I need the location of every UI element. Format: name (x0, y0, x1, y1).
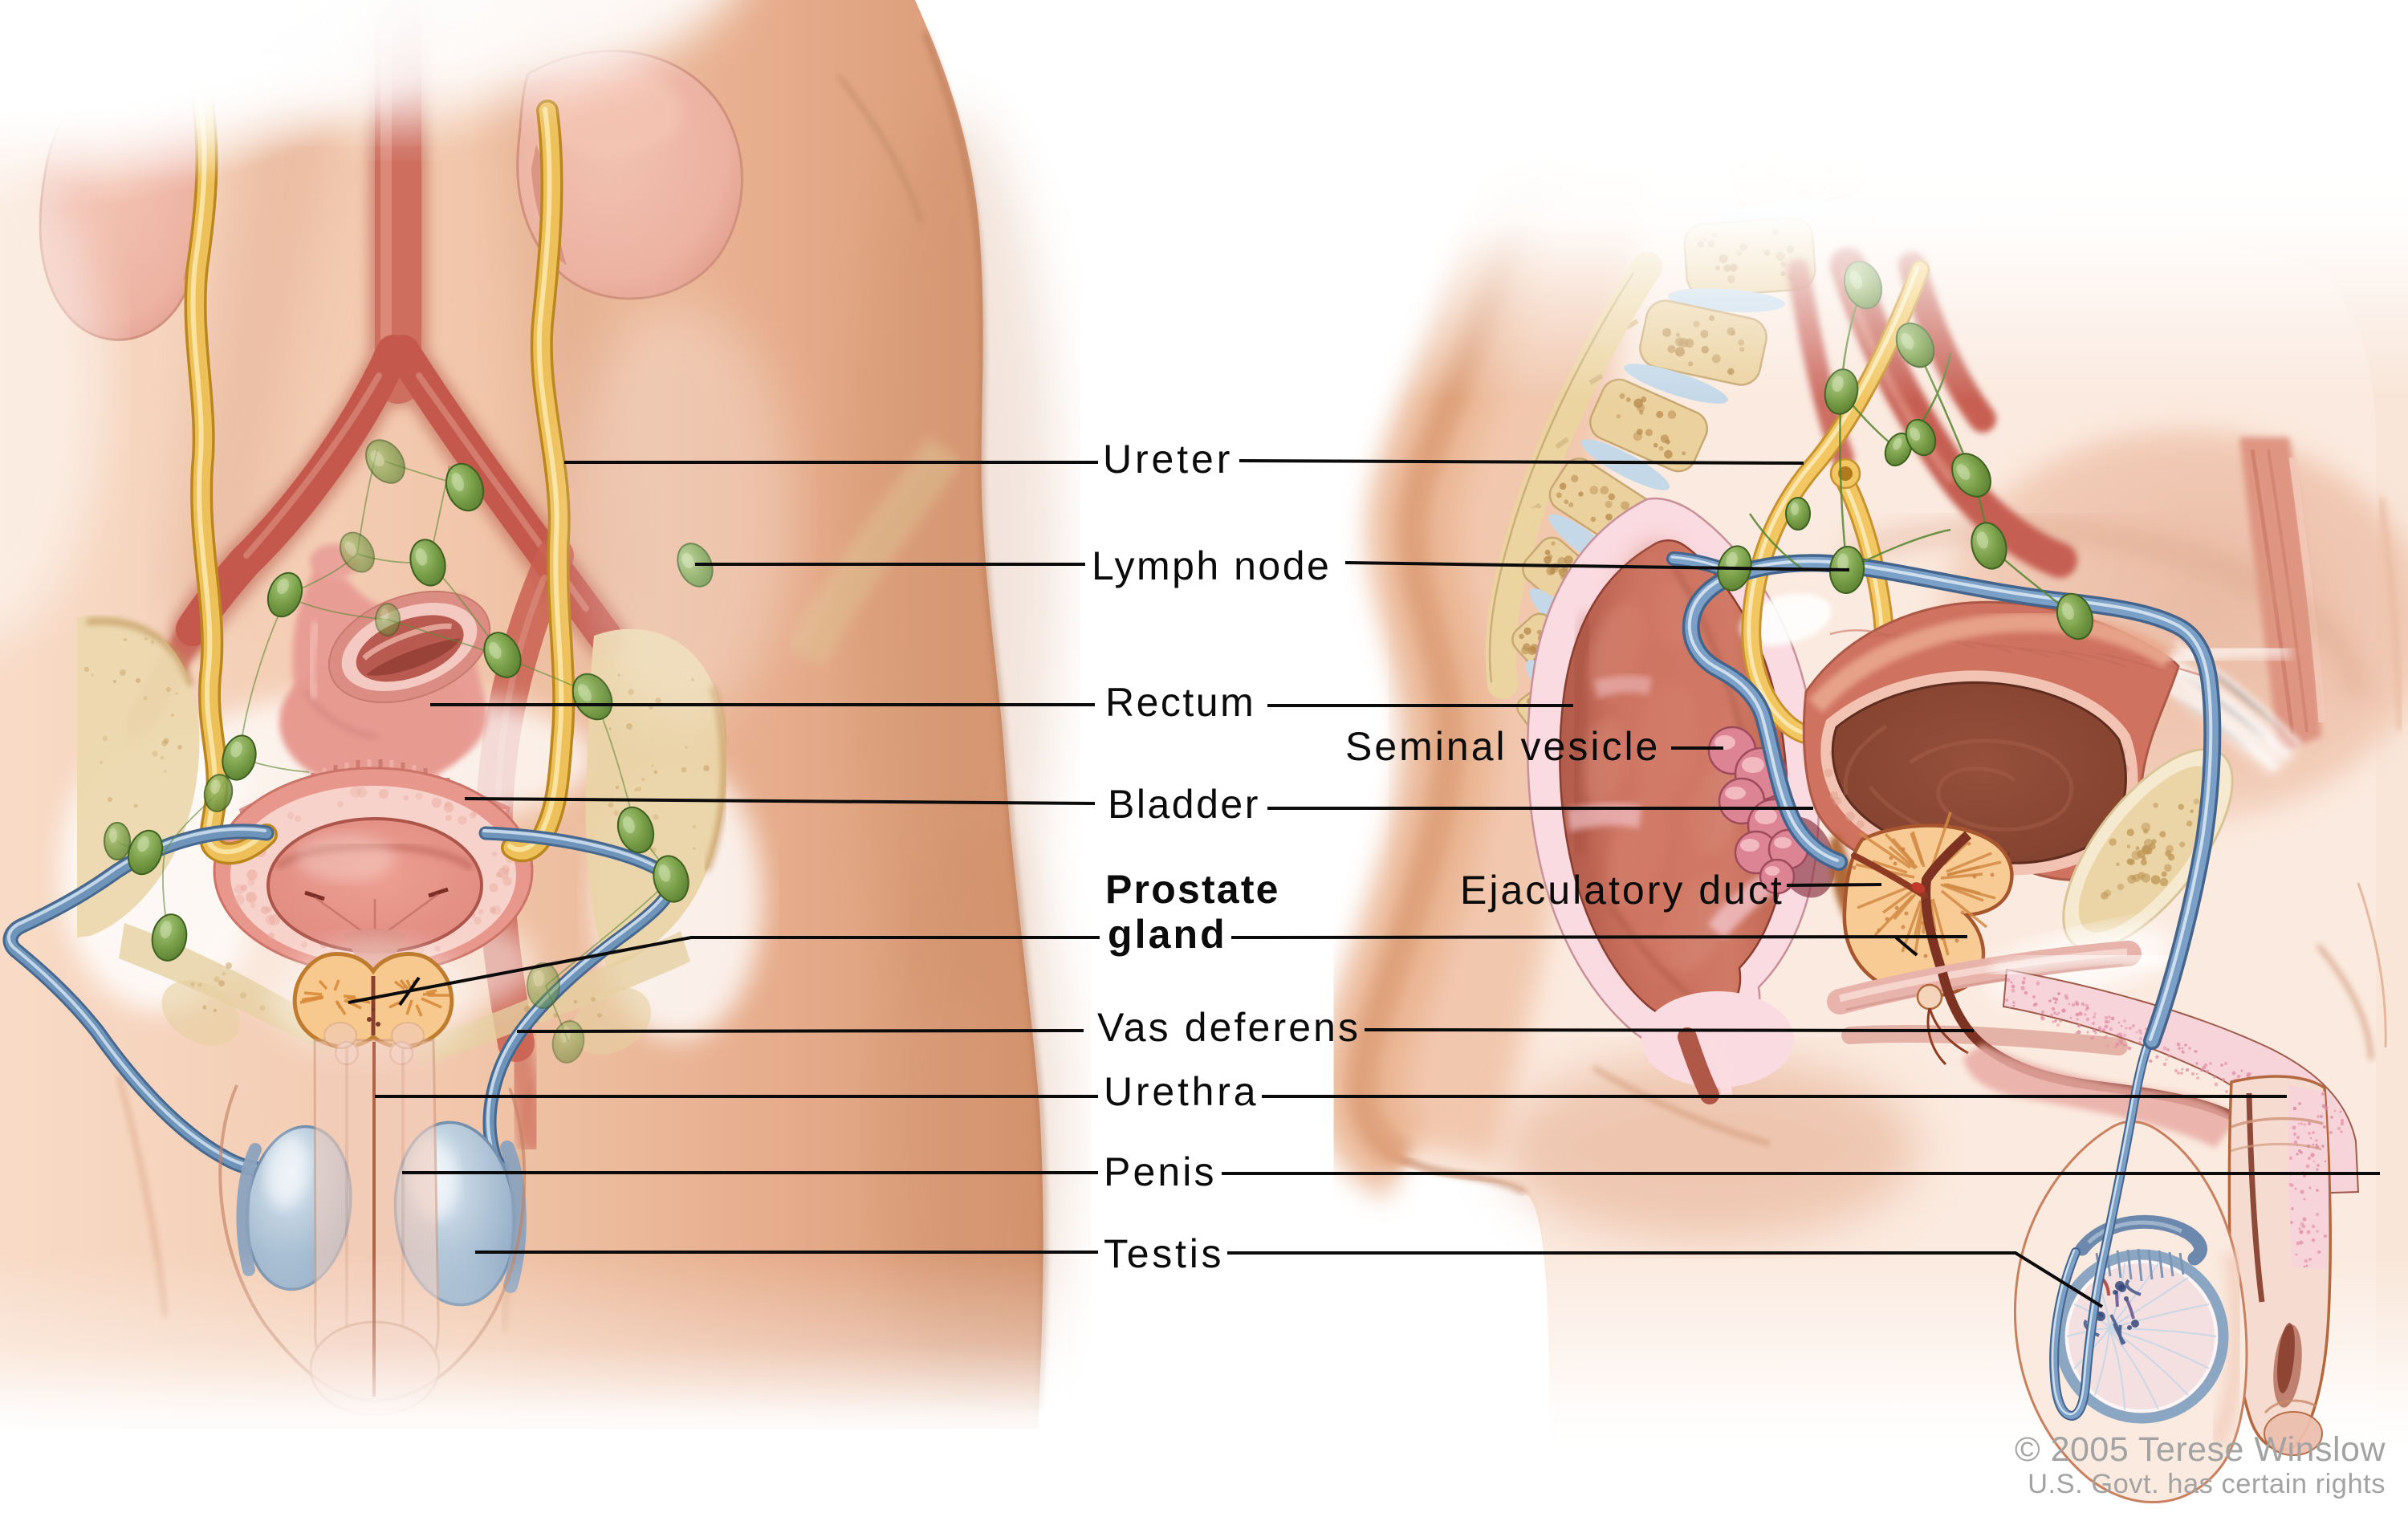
svg-text:Urethra: Urethra (1104, 1069, 1259, 1114)
svg-text:Prostate: Prostate (1105, 867, 1280, 912)
svg-text:gland: gland (1108, 912, 1227, 957)
svg-text:© 2005 Terese Winslow: © 2005 Terese Winslow (2015, 1430, 2386, 1469)
svg-text:Rectum: Rectum (1105, 680, 1255, 725)
svg-text:Ureter: Ureter (1103, 437, 1233, 482)
svg-text:Bladder: Bladder (1108, 782, 1260, 827)
svg-text:Testis: Testis (1104, 1231, 1224, 1276)
svg-text:Vas deferens: Vas deferens (1097, 1005, 1361, 1050)
svg-text:Penis: Penis (1104, 1149, 1217, 1194)
svg-text:U.S. Govt. has certain rights: U.S. Govt. has certain rights (2028, 1469, 2386, 1499)
svg-text:Lymph node: Lymph node (1092, 543, 1331, 588)
svg-text:Seminal vesicle: Seminal vesicle (1345, 724, 1660, 769)
svg-text:Ejaculatory duct: Ejaculatory duct (1460, 868, 1784, 913)
